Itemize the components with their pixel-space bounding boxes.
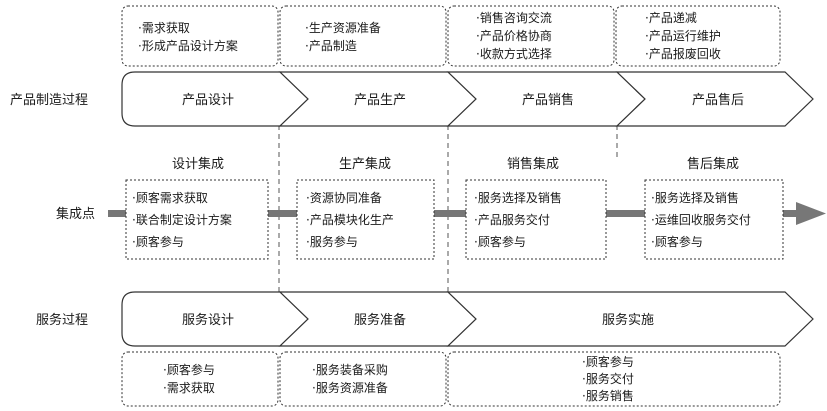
top-note-box-2 bbox=[279, 5, 447, 67]
integration-sales-item-1: ·服务选择及销售 bbox=[474, 190, 562, 205]
top-note-2-line-2: ·产品制造 bbox=[305, 39, 357, 53]
stage-product-design bbox=[121, 71, 309, 127]
bottom-note-box-2 bbox=[279, 351, 447, 407]
integration-title-design: 设计集成 bbox=[172, 156, 224, 172]
integration-box-after-sales bbox=[644, 179, 784, 260]
integration-title-production: 生产集成 bbox=[339, 156, 391, 172]
integration-arrow-head bbox=[796, 202, 826, 225]
stage-label-product-sales: 产品销售 bbox=[522, 92, 574, 108]
stage-service-implementation bbox=[446, 291, 814, 347]
integration-production-item-2: ·产品模块化生产 bbox=[306, 213, 394, 227]
integration-arrow-shaft bbox=[108, 210, 798, 217]
manufacturing-flow bbox=[121, 71, 814, 127]
bottom-note-box-1 bbox=[121, 351, 279, 407]
service-flow bbox=[121, 291, 814, 347]
integration-after-sales-item-1: ·服务选择及销售 bbox=[651, 190, 739, 205]
stage-separators bbox=[278, 116, 618, 292]
top-note-box-3 bbox=[447, 5, 615, 67]
integration-sales-item-2: ·产品服务交付 bbox=[474, 212, 550, 227]
top-note-4-line-1: ·产品递减 bbox=[645, 11, 697, 25]
stage-service-design bbox=[121, 291, 309, 347]
integration-sales-item-3: ·顾客参与 bbox=[474, 234, 526, 249]
stage-label-product-production: 产品生产 bbox=[354, 93, 406, 108]
integration-box-design bbox=[125, 179, 269, 260]
bottom-note-3-line-3: ·服务销售 bbox=[582, 388, 634, 403]
integration-design-item-1: ·顾客需求获取 bbox=[132, 190, 208, 205]
stage-label-after-sales: 产品售后 bbox=[692, 92, 744, 108]
bottom-note-2-line-1: ·服务装备采购 bbox=[312, 362, 388, 377]
integration-design-item-2: ·联合制定设计方案 bbox=[132, 212, 232, 227]
bottom-note-1-line-1: ·顾客参与 bbox=[163, 362, 215, 377]
integration-after-sales-item-2: ·运维回收服务交付 bbox=[651, 212, 751, 227]
bottom-note-3-line-1: ·顾客参与 bbox=[582, 354, 634, 369]
integration-boxes bbox=[125, 179, 784, 260]
stage-label-service-implementation: 服务实施 bbox=[602, 312, 654, 328]
bottom-note-1-line-2: ·需求获取 bbox=[163, 381, 215, 395]
bottom-notes bbox=[121, 351, 781, 407]
top-note-box-1 bbox=[121, 5, 279, 67]
top-note-3-line-2: ·产品价格协商 bbox=[476, 28, 552, 43]
top-note-3-line-1: ·销售咨询交流 bbox=[476, 10, 552, 25]
top-note-1-line-2: ·形成产品设计方案 bbox=[138, 38, 238, 53]
top-note-2-line-1: ·生产资源准备 bbox=[305, 21, 381, 35]
row-label-service: 服务过程 bbox=[36, 312, 88, 328]
integration-design-item-3: ·顾客参与 bbox=[132, 234, 184, 249]
bottom-note-3-line-2: ·服务交付 bbox=[582, 371, 634, 386]
integration-production-item-3: ·服务参与 bbox=[306, 234, 358, 249]
top-note-4-line-3: ·产品报废回收 bbox=[645, 46, 721, 61]
stage-label-product-design: 产品设计 bbox=[182, 93, 234, 108]
top-note-3-line-3: ·收款方式选择 bbox=[476, 46, 552, 61]
integration-title-sales: 销售集成 bbox=[507, 156, 559, 172]
top-note-1-line-1: ·需求获取 bbox=[138, 21, 190, 35]
integration-box-sales bbox=[465, 179, 607, 260]
integration-production-item-1: ·资源协同准备 bbox=[306, 190, 382, 205]
stage-label-service-design: 服务设计 bbox=[182, 312, 234, 328]
top-notes bbox=[121, 5, 781, 67]
integration-box-production bbox=[296, 179, 435, 260]
stage-after-sales bbox=[615, 71, 814, 127]
integration-title-after-sales: 售后集成 bbox=[687, 156, 739, 172]
top-note-4-line-2: ·产品运行维护 bbox=[645, 29, 721, 43]
row-label-integration: 集成点 bbox=[56, 206, 95, 222]
stage-label-service-preparation: 服务准备 bbox=[354, 312, 406, 328]
row-label-manufacturing: 产品制造过程 bbox=[10, 93, 88, 108]
top-note-box-4 bbox=[615, 5, 781, 67]
bottom-note-box-3 bbox=[447, 351, 781, 407]
integration-arrow bbox=[108, 202, 826, 225]
integration-after-sales-item-3: ·顾客参与 bbox=[651, 234, 703, 249]
bottom-note-2-line-2: ·服务资源准备 bbox=[312, 380, 388, 395]
